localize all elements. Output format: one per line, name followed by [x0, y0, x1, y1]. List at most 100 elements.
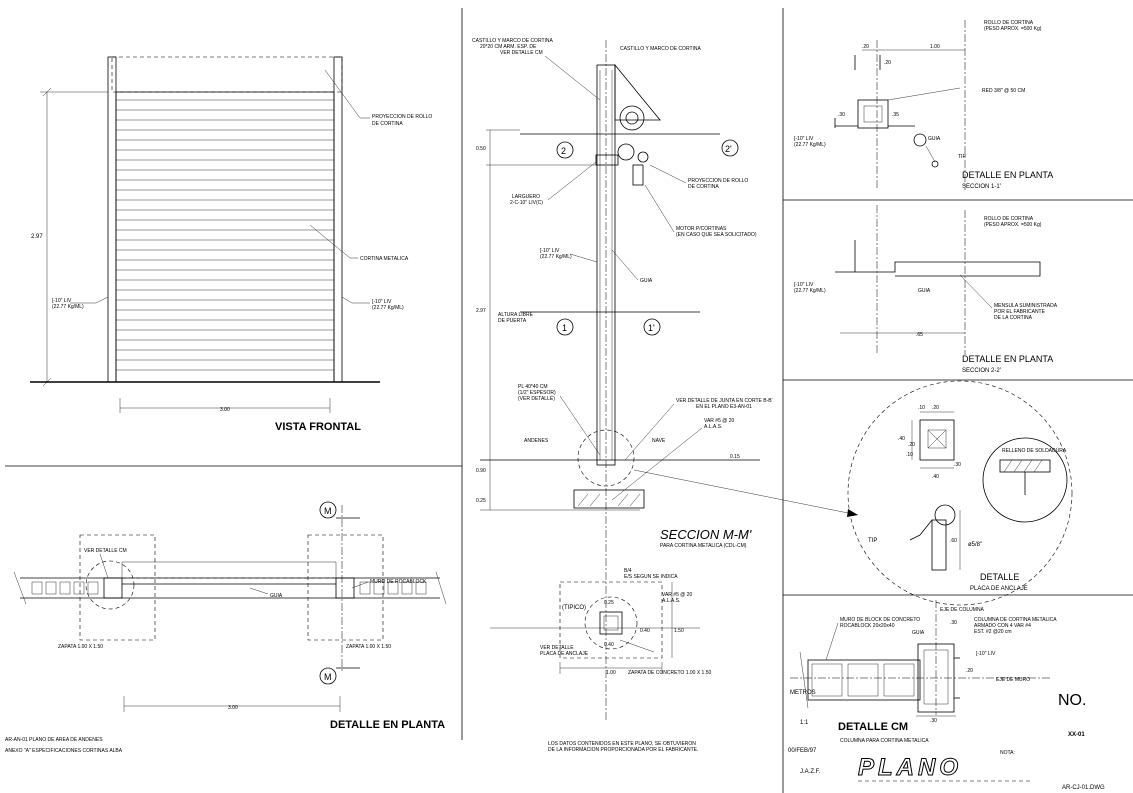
tb-author: J.A.Z.F.	[800, 769, 821, 775]
s2-channel-1: [-10" LIV	[794, 282, 814, 288]
s2-roll-2: (PESO APROX. =500 Kg)	[984, 222, 1042, 228]
sec-plate-2: (1/2" ESPESOR)	[518, 390, 556, 396]
tb-note: NOTA:	[1000, 750, 1015, 756]
anchor-detail: RELLENO DE SOLDADURA ø5/8" TIP .60 .10 .…	[847, 380, 1073, 606]
cm-guide: GUIA	[912, 630, 925, 636]
note-line-2: ANEXO "A" ESPECIFICACIONES CORTINAS ALBA	[5, 748, 123, 754]
cm-column-3: EST. #2 @20 cm	[974, 629, 1012, 635]
s2-dim: .65	[916, 332, 923, 338]
sec-projection-1: PROYECCION DE ROLLO	[688, 178, 748, 184]
tb-date: 00/FEB/97	[788, 748, 817, 754]
detail-cm: EJE DE COLUMNA EJE DE MURO MURO DE BLOCK…	[790, 600, 1057, 744]
tb-sheet-no: XX-01	[1068, 732, 1085, 738]
plan-wall-note: MURO DE ROCABLOCK	[370, 579, 427, 585]
anchor-dim-40a: .40	[898, 436, 905, 442]
sec-nave: NAVE	[652, 438, 666, 444]
tb-plano: PLANO	[858, 754, 962, 781]
anchor-dim-30: .30	[954, 462, 961, 468]
footing-dim-025: 0.25	[604, 600, 614, 606]
sec-clear-1: ALTURA LIBRE	[498, 312, 534, 318]
plan-section-mark-top: M	[324, 506, 332, 516]
plan-width-dim: 3.00	[228, 705, 238, 711]
sec-mark-2: 2	[561, 146, 566, 156]
sec-mark-1p: 1'	[648, 323, 655, 333]
plan-blocks	[31, 581, 427, 595]
s2-bracket-2: POR EL FABRICANTE	[994, 309, 1046, 315]
footing-bars-2: A.L.A.S.	[662, 598, 680, 604]
footing-top-2: E/S SEGUN SE INDICA	[624, 574, 678, 580]
section-1-1: 1.00 .20 ROLLO DE CORTINA (PESO APROX. =…	[794, 20, 1053, 190]
disclaimer-1: LOS DATOS CONTENIDOS EN ESTE PLANO, SE O…	[548, 741, 696, 747]
sec-top-note-2: 20*20 CM ARM. ESP. DE	[480, 44, 537, 50]
cm-dim-30b: .30	[930, 718, 937, 724]
front-width-dim: 3.00	[220, 407, 230, 413]
cm-dim-20: .20	[966, 668, 973, 674]
sheet-dividers	[5, 8, 1133, 793]
sec-dim-090: 0.90	[476, 468, 486, 474]
sec-top-note-3: VER DETALLE CM	[500, 50, 543, 56]
anchor-relleno: RELLENO DE SOLDADURA	[1002, 448, 1067, 454]
s1-roll-2: (PESO APROX. =500 Kg)	[984, 26, 1042, 32]
sec-mark-2p: 2'	[725, 144, 732, 154]
sec-larguero-1: LARGUERO	[512, 194, 540, 200]
footing-top-1: B/4	[624, 568, 632, 574]
cm-column-2: ARMADO CON 4 VAR #4	[974, 623, 1031, 629]
section-title: SECCION M-M'	[660, 527, 752, 542]
sec-plate-1: PL 40*40 CM	[518, 384, 548, 390]
s1-channel-1: [-10" LIV	[794, 136, 814, 142]
footing-plan: (TIPICO) VER DETALLE PLACA DE ANCLAJE B/…	[490, 568, 711, 676]
sec-motor-2: (EN CASO QUE SEA SOLICITADO)	[676, 232, 757, 238]
s2-roll-1: ROLLO DE CORTINA	[984, 216, 1034, 222]
sec-top-note-1: CASTILLO Y MARCO DE CORTINA	[472, 38, 554, 44]
plan-footing-right: ZAPATA 1.00 X 1.50	[346, 644, 391, 650]
s1-channel-2: (22.77 Kg/ML)	[794, 142, 826, 148]
front-view: 2.97 3.00 PROYECCION DE ROLLO DE CORTINA…	[30, 56, 432, 433]
sec-top-note-right: CASTILLO Y MARCO DE CORTINA	[620, 46, 702, 52]
cm-axis-wall: EJE DE MURO	[996, 677, 1030, 683]
sec-guide: GUIA	[640, 278, 653, 284]
anchor-tip: TIP	[868, 538, 877, 544]
cm-wall-1: MURO DE BLOCK DE CONCRETO	[840, 617, 920, 623]
anchor-dim-20a: .20	[932, 405, 939, 411]
s2-channel-2: (22.77 Kg/ML)	[794, 288, 826, 294]
s2-title: DETALLE EN PLANTA	[962, 354, 1053, 364]
sec-channel-2: (22.77 Kg/ML)	[540, 254, 572, 260]
anchor-dim-40b: .40	[932, 474, 939, 480]
curtain-slats	[115, 91, 335, 383]
front-view-title: VISTA FRONTAL	[275, 421, 361, 433]
tb-units: METROS	[790, 690, 816, 696]
sec-channel-1: [-10" LIV	[540, 248, 560, 254]
s2-bracket-1: MENSULA SUMINISTRADA	[994, 303, 1058, 309]
front-left-channel-2: (22.77 Kg/ML)	[52, 304, 84, 310]
footing-dim-100: 1.00	[606, 670, 616, 676]
anchor-dim-10b: .10	[906, 452, 913, 458]
tb-no-label: NO.	[1058, 692, 1086, 709]
cm-column-caption: COLUMNA PARA CORTINA METALICA	[840, 738, 929, 744]
cm-axis-col: EJE DE COLUMNA	[940, 607, 985, 613]
footing-plate-ref-1: VER DETALLE	[540, 645, 574, 651]
front-right-channel-1: [-10" LIV	[372, 299, 392, 305]
sec-dim-050: 0.50	[476, 146, 486, 152]
front-left-channel-1: [-10" LIV	[52, 298, 72, 304]
front-projection-note-1: PROYECCION DE ROLLO	[372, 114, 432, 120]
s1-title: DETALLE EN PLANTA	[962, 170, 1053, 180]
plan-ref-detail: VER DETALLE CM	[84, 548, 127, 554]
note-line-1: AR-AN-01 PLANO DE AREA DE ANDENES	[5, 737, 103, 743]
front-height-dim: 2.97	[31, 234, 43, 240]
anchor-bar: ø5/8"	[968, 542, 982, 548]
footing-dim-150: 1.50	[674, 628, 684, 634]
footing-zapata: ZAPATA DE CONCRETO 1.00 X 1.50	[628, 670, 711, 676]
s1-dim-20: .20	[862, 44, 869, 50]
s1-dim-30: .30	[838, 112, 845, 118]
footing-typical: (TIPICO)	[562, 605, 586, 611]
front-right-channel-2: (22.77 Kg/ML)	[372, 305, 404, 311]
footing-plate-ref-2: PLACA DE ANCLAJE	[540, 651, 589, 657]
footing-bars-1: VAR #5 @ 20	[662, 592, 692, 598]
disclaimer: LOS DATOS CONTENIDOS EN ESTE PLANO, SE O…	[548, 741, 698, 753]
cm-dim-30a: .30	[950, 620, 957, 626]
s1-red: RED 3/8" @ 50 CM	[982, 88, 1025, 94]
sec-larguero-2: 2-C-10" LIV(C)	[510, 200, 543, 206]
s2-subtitle: SECCION 2-2'	[962, 368, 1001, 374]
anchor-dim-10a: .10	[918, 405, 925, 411]
